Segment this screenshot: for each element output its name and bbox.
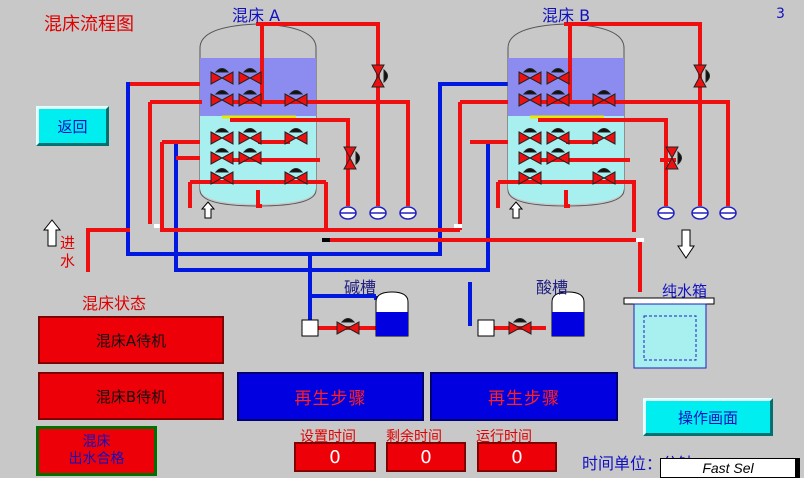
valves-bed-a	[210, 64, 388, 185]
regen-step-a-button[interactable]: 再生步骤	[237, 372, 424, 421]
run-time-label: 运行时间	[476, 429, 532, 445]
up-arrow-icon	[42, 219, 62, 247]
caustic-tank	[301, 291, 409, 337]
remaining-time-value: 0	[386, 442, 466, 472]
acid-tank-label: 酸槽	[536, 278, 569, 297]
chemical-valves	[336, 318, 532, 335]
status-bed-b: 混床B待机	[38, 372, 224, 420]
page-title: 混床流程图	[44, 14, 134, 35]
outlet-ok-line1: 混床	[82, 434, 111, 450]
regen-step-b-button[interactable]: 再生步骤	[430, 372, 618, 421]
pure-water-tank-label: 纯水箱	[662, 282, 708, 300]
fast-sel-bar[interactable]: Fast Sel	[660, 458, 800, 478]
page-number: 3	[776, 6, 785, 22]
bed-a-title: 混床 A	[232, 6, 281, 25]
red-pipes	[86, 22, 730, 330]
set-time-label: 设置时间	[300, 429, 356, 445]
outlet-nozzles	[339, 206, 737, 220]
status-section-label: 混床状态	[82, 294, 147, 313]
caustic-tank-label: 碱槽	[344, 278, 377, 297]
remaining-time-label: 剩余时间	[386, 429, 442, 445]
down-arrow-icon	[677, 229, 695, 259]
set-time-value[interactable]: 0	[294, 442, 376, 472]
outlet-ok-indicator: 混床 出水合格	[36, 426, 157, 476]
bed-b-title: 混床 B	[542, 6, 591, 25]
inlet-label: 进水	[60, 234, 76, 270]
back-button[interactable]: 返回	[36, 106, 109, 146]
up-arrow-small-bed-a-icon	[200, 201, 216, 219]
acid-tank	[477, 291, 585, 337]
pipe-junctions	[154, 224, 644, 242]
outlet-ok-line2: 出水合格	[68, 451, 125, 467]
valves-bed-b	[518, 64, 710, 185]
operate-button[interactable]: 操作画面	[643, 398, 773, 436]
pure-water-tank	[623, 297, 715, 369]
status-bed-a: 混床A待机	[38, 316, 224, 364]
up-arrow-small-bed-b-icon	[508, 201, 524, 219]
run-time-value: 0	[477, 442, 557, 472]
